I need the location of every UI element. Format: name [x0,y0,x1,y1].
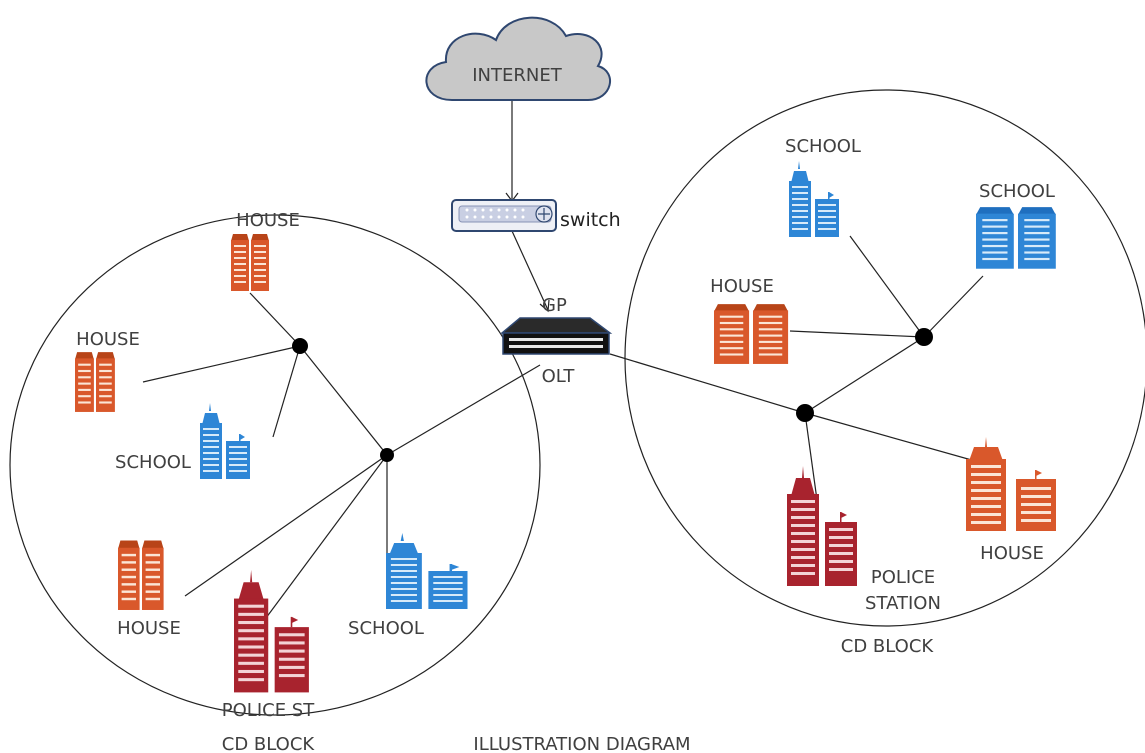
splitter-node-left-main [380,448,394,462]
right-house-mid-label: HOUSE [710,276,774,297]
house-building-icon [118,540,164,610]
left-cd-block-caption: CD BLOCK [222,734,316,753]
school-building-icon [976,207,1056,269]
left-police-label: POLICE ST [222,700,315,721]
house-building-icon [231,234,269,291]
house-building-icon [714,304,789,364]
police-station-building-icon [787,466,857,586]
right-school-a-label: SCHOOL [785,136,861,157]
school-building-icon [789,161,839,237]
internet-cloud-icon [425,16,611,101]
switch-icon [451,199,557,232]
left-cd-block-boundary [9,214,541,716]
left-school-mid-label: SCHOOL [115,452,191,473]
right-police-label-line1: POLICE [871,567,935,588]
olt-label: OLT [542,366,576,387]
left-school-bottom-label: SCHOOL [348,618,424,639]
police-station-building-icon [234,570,309,693]
right-cd-block-caption: CD BLOCK [841,636,935,657]
house-building-icon [75,352,115,412]
splitter-node-right-upper [915,328,933,346]
left-house-left-label: HOUSE [76,329,140,350]
right-cd-block-boundary [624,89,1145,627]
right-school-b-label: SCHOOL [979,181,1055,202]
gp-label: GP [542,295,567,316]
connection-lines [142,100,1001,623]
internet-label: INTERNET [472,65,562,86]
left-house-bottom-label: HOUSE [117,618,181,639]
splitter-node-left-upper [292,338,308,354]
left-house-top-label: HOUSE [236,210,300,231]
right-house-bottom-label: HOUSE [980,543,1044,564]
school-building-icon [386,533,468,609]
house-building-icon [966,437,1056,531]
diagram-caption: ILLUSTRATION DIAGRAM [473,734,690,753]
right-police-label-line2: STATION [865,593,941,614]
school-building-icon [200,403,250,479]
olt-device-icon [499,317,613,355]
switch-label: switch [560,209,621,231]
splitter-node-right-main [796,404,814,422]
